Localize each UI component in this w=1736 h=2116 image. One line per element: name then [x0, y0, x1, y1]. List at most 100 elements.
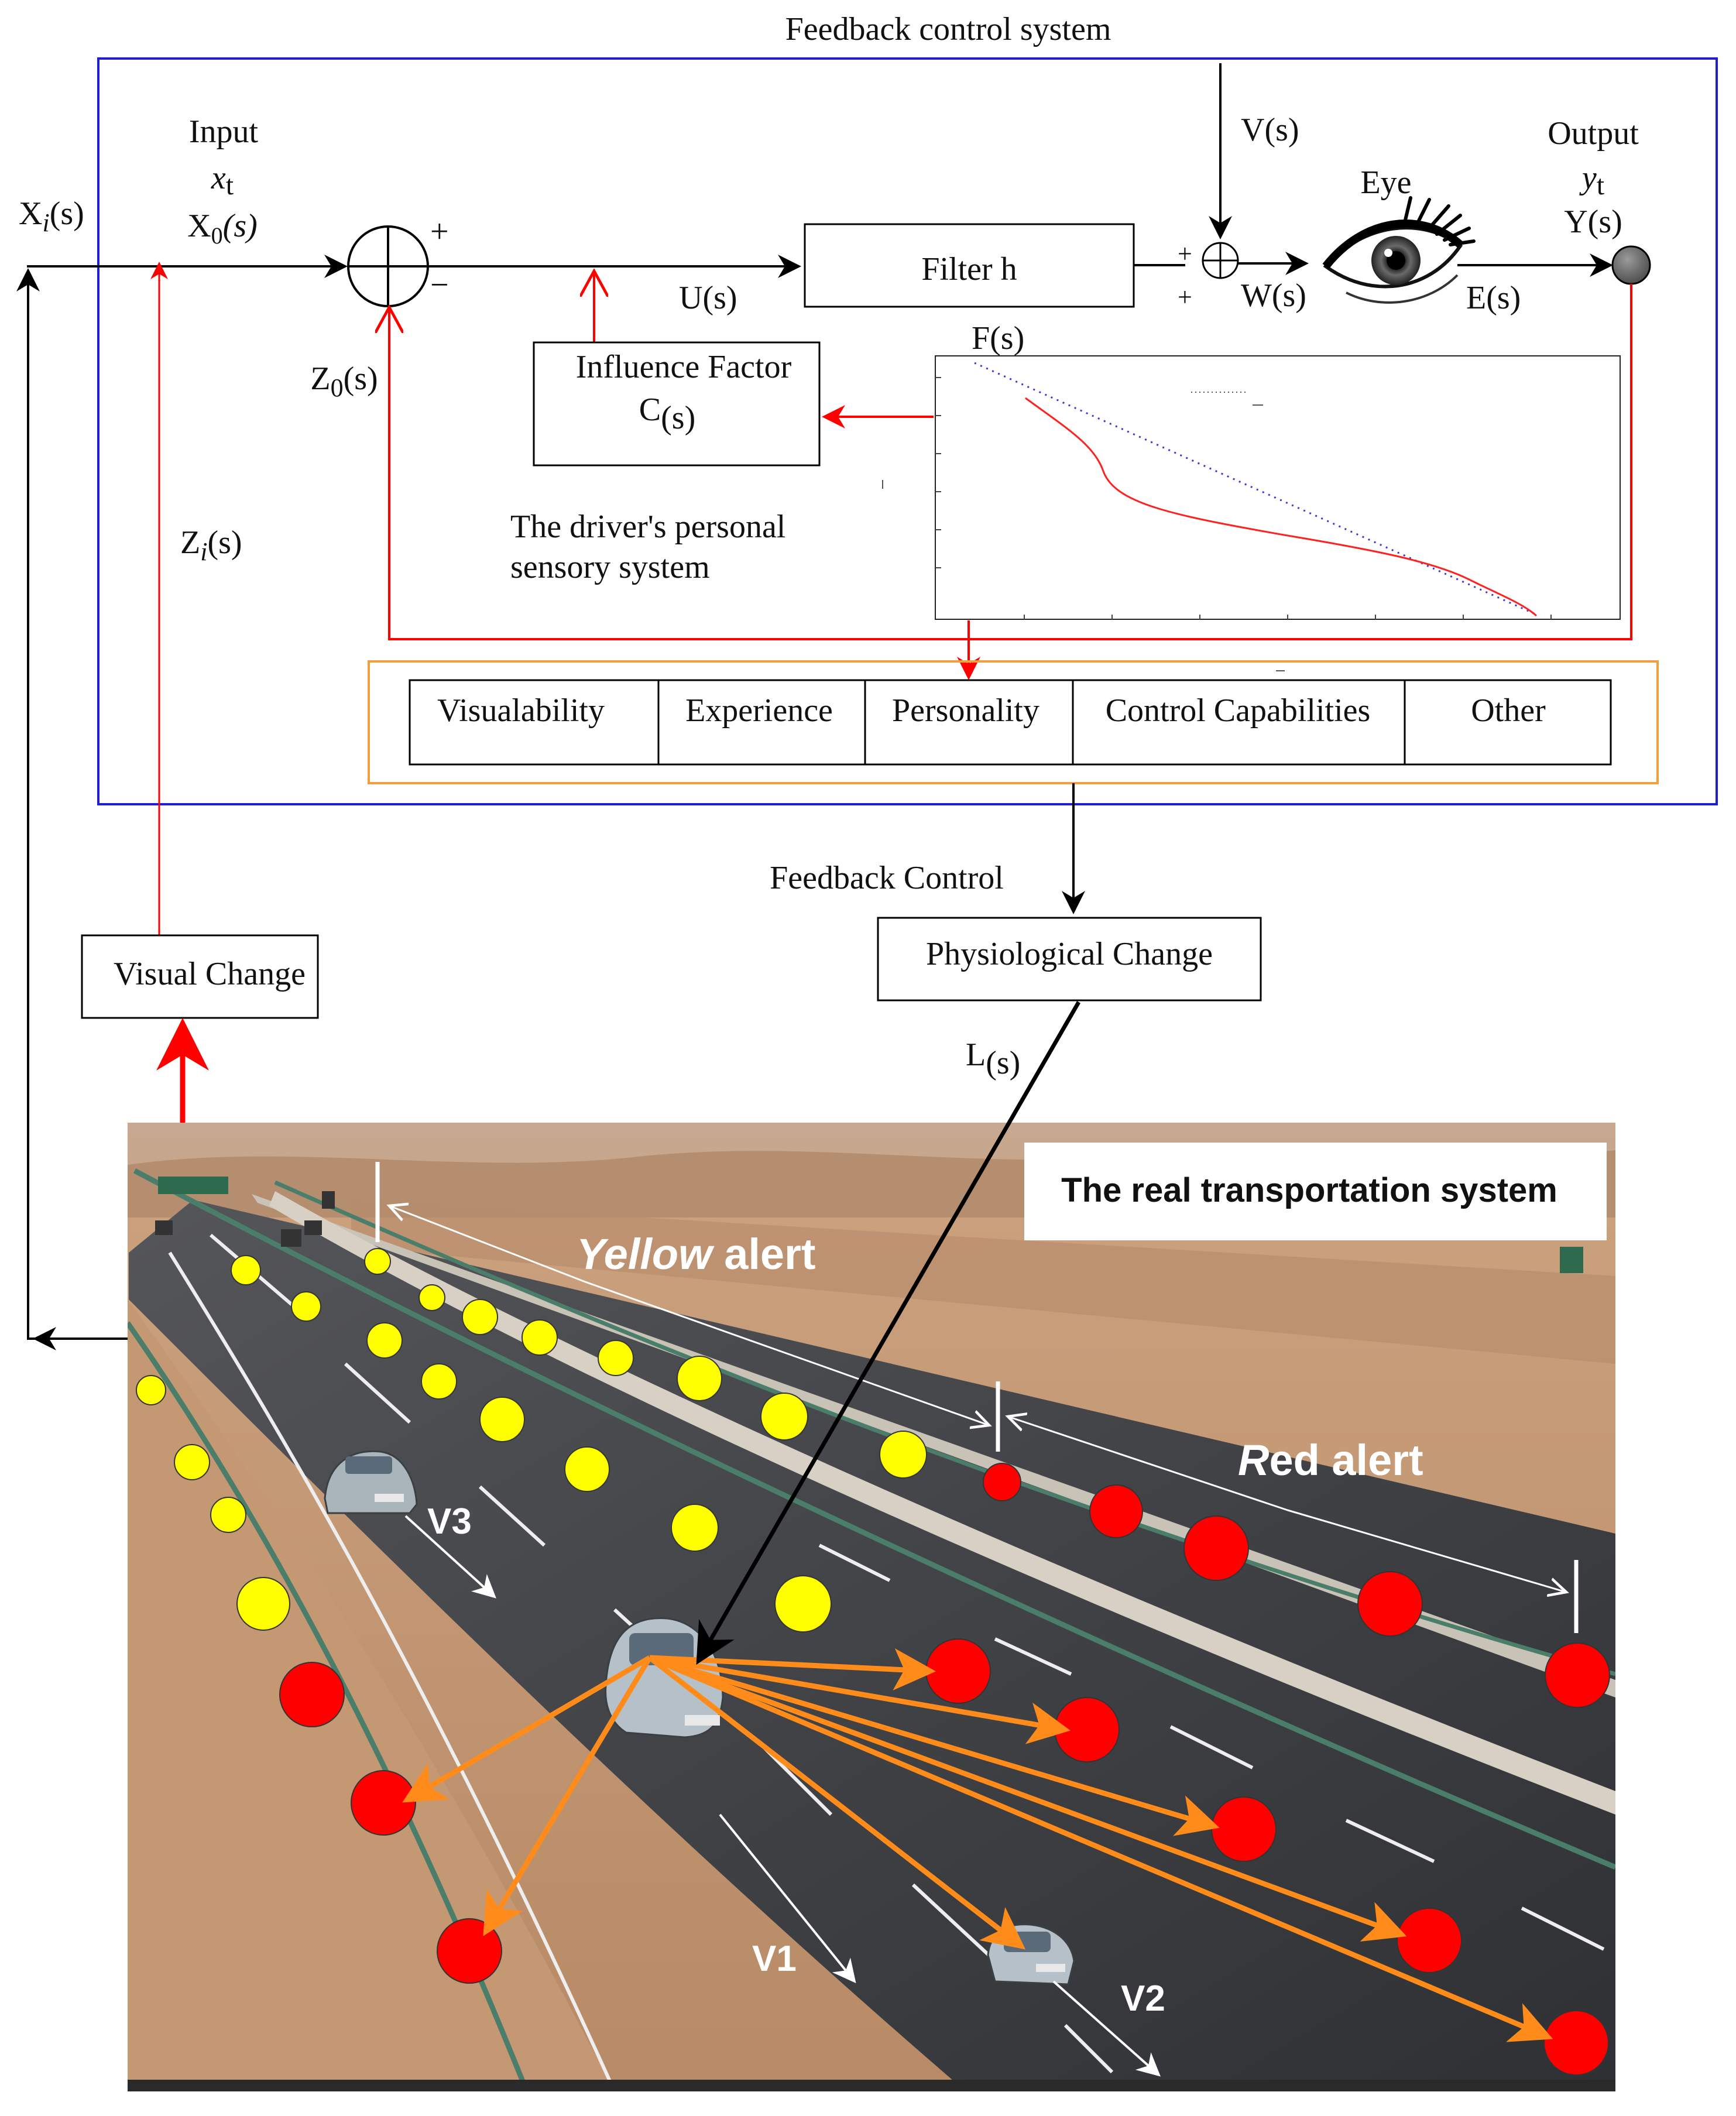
physiological-change-block	[877, 917, 1262, 1002]
xi-label: Xi(s)	[19, 196, 84, 237]
sensory-line1: The driver's personal	[510, 509, 785, 545]
feedback-control-label: Feedback Control	[770, 860, 1004, 896]
w-signal-label: W(s)	[1241, 277, 1306, 314]
photo-title: The real transportation system	[1061, 1171, 1557, 1209]
output-label: Output	[1548, 115, 1639, 152]
f-curve-response	[1025, 397, 1537, 617]
output-node	[1611, 245, 1651, 285]
eye-icon	[1322, 196, 1476, 304]
red-marker	[279, 1662, 345, 1727]
yellow-marker	[522, 1319, 558, 1356]
car-v3	[324, 1450, 418, 1514]
yellow-marker	[210, 1497, 246, 1533]
driver-sight-arrows	[402, 1648, 1553, 2042]
eye-label: Eye	[1360, 164, 1411, 201]
red-marker	[1089, 1484, 1143, 1538]
red-marker	[1543, 2010, 1609, 2076]
f-signal-label: F(s)	[972, 320, 1024, 356]
v3-label: V3	[427, 1501, 472, 1542]
yellow-marker	[421, 1363, 457, 1400]
input-label: Input	[189, 114, 259, 150]
filter-block	[804, 223, 1135, 308]
red-alert-span-arrow	[1008, 1417, 1566, 1592]
v-signal-label: V(s)	[1241, 112, 1299, 148]
feedback-loop-line	[389, 284, 1632, 640]
red-alert-label: Red alert	[1238, 1436, 1423, 1484]
sensory-line2: sensory system	[510, 549, 710, 585]
physiological-change-label: Physiological Change	[926, 936, 1213, 972]
filter-label: Filter h	[921, 251, 1017, 287]
red-marker	[437, 1918, 502, 1984]
output-transfer-function: Y(s)	[1564, 204, 1622, 240]
l-signal-label: L(s)	[966, 1037, 1020, 1081]
v1-velocity-arrow	[719, 1813, 856, 1984]
output-symbol: yt	[1579, 160, 1605, 201]
red-marker	[1357, 1571, 1423, 1637]
factor-experience: Experience	[685, 692, 833, 729]
red-marker	[1183, 1515, 1249, 1581]
yellow-marker	[366, 1322, 403, 1359]
yellow-markers	[136, 1248, 927, 1633]
junction2-plus-bottom: +	[1178, 283, 1192, 311]
yellow-marker	[760, 1393, 808, 1441]
input-symbol: xt	[211, 160, 234, 201]
red-marker	[1397, 1908, 1462, 1973]
photo-title-box	[1024, 1143, 1607, 1240]
distant-vehicle	[304, 1220, 322, 1235]
factor-personality: Personality	[892, 692, 1039, 729]
factor-control-capabilities: Control Capabilities	[1106, 692, 1371, 729]
red-marker	[925, 1638, 991, 1704]
e-signal-label: E(s)	[1466, 280, 1521, 316]
yellow-marker	[462, 1299, 498, 1335]
v1-label: V1	[752, 1939, 797, 1979]
u-signal-label: U(s)	[679, 280, 737, 316]
yellow-alert-span-arrow	[389, 1206, 989, 1425]
input-transfer-function: X0(s)	[187, 208, 258, 249]
factors-frame	[368, 660, 1659, 784]
visual-change-block	[81, 934, 319, 1019]
junction-minus-sign: −	[430, 267, 449, 303]
v3-velocity-arrow	[404, 1515, 496, 1599]
yellow-marker	[136, 1375, 166, 1405]
red-marker	[1545, 1642, 1610, 1708]
zi-label: Zi(s)	[180, 524, 242, 566]
diagram-title: Feedback control system	[785, 11, 1111, 47]
yellow-marker	[677, 1356, 722, 1401]
red-marker	[351, 1770, 416, 1836]
yellow-marker	[879, 1431, 927, 1479]
yellow-marker	[479, 1397, 525, 1442]
factors-table: Visualability Experience Personality Con…	[409, 679, 1612, 766]
yellow-marker	[291, 1291, 321, 1322]
visual-change-label: Visual Change	[114, 956, 306, 992]
distant-vehicle	[322, 1191, 335, 1209]
red-markers	[279, 1463, 1610, 2076]
v2-velocity-arrow	[1052, 1980, 1161, 2077]
yellow-marker	[418, 1284, 445, 1311]
yellow-marker	[774, 1575, 832, 1633]
summing-junction-2	[1202, 242, 1239, 279]
yellow-marker	[598, 1340, 634, 1376]
factor-other: Other	[1471, 692, 1546, 729]
physiological-to-car-arrow	[696, 1001, 1081, 1665]
distant-vehicle	[155, 1220, 173, 1235]
junction2-plus-top: +	[1178, 239, 1192, 268]
z0-label: Z0(s)	[310, 361, 378, 402]
influence-c-label: C(s)	[639, 392, 695, 436]
yellow-marker	[564, 1446, 610, 1492]
yellow-alert-label: Yellow alert	[577, 1230, 816, 1278]
junction-plus-sign: +	[430, 214, 449, 250]
v2-label: V2	[1121, 1978, 1165, 2019]
influence-factor-title: Influence Factor	[576, 349, 792, 385]
yellow-marker	[231, 1255, 261, 1285]
f-curve-plot	[882, 355, 1621, 671]
yellow-marker	[671, 1504, 719, 1552]
yellow-marker	[364, 1248, 391, 1275]
influence-factor-block	[533, 341, 821, 467]
yellow-marker	[236, 1577, 290, 1631]
yellow-marker	[174, 1444, 210, 1480]
red-marker	[983, 1463, 1021, 1501]
distant-vehicle	[281, 1229, 301, 1247]
factor-visualability: Visualability	[437, 692, 605, 729]
feedback-system-frame	[97, 57, 1718, 805]
